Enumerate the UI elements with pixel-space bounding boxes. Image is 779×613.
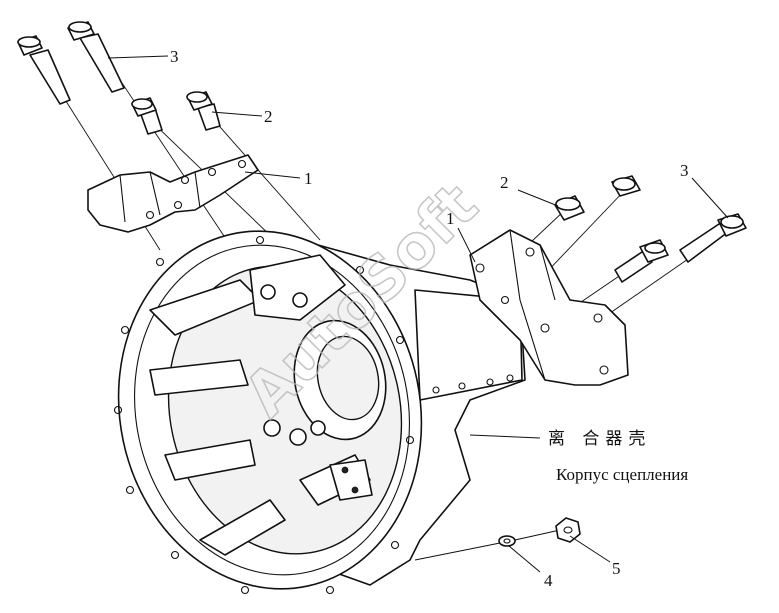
- bolt-right-long: [611, 175, 641, 197]
- bolt-left-long-2: [67, 21, 125, 93]
- nut: [555, 517, 581, 543]
- caption-russian: Корпус сцепления: [556, 465, 688, 484]
- bracket-left: [87, 154, 259, 233]
- callout-bolt-right-long: 3: [680, 161, 689, 180]
- bolt-left-long: [17, 35, 71, 105]
- leader-lines: [107, 55, 729, 573]
- bolt-right-mid: [614, 239, 669, 283]
- callout-bracket-right: 1: [446, 209, 455, 228]
- bolt-right-long-2: [679, 213, 747, 263]
- callout-bolt-right-short: 2: [500, 173, 509, 192]
- callout-bracket-left: 1: [304, 169, 313, 188]
- bolt-left-short: [131, 97, 163, 135]
- callout-bolt-left-long: 3: [170, 47, 179, 66]
- clutch-housing: [113, 230, 526, 595]
- bracket-right: [469, 229, 629, 386]
- washer: [498, 535, 516, 547]
- callout-washer: 4: [544, 571, 553, 590]
- callout-bolt-left-short: 2: [264, 107, 273, 126]
- caption-chinese: 离 合器壳: [548, 429, 651, 449]
- bolt-left-short-2: [186, 91, 221, 131]
- callout-nut: 5: [612, 559, 621, 578]
- bolt-right-short: [554, 195, 585, 221]
